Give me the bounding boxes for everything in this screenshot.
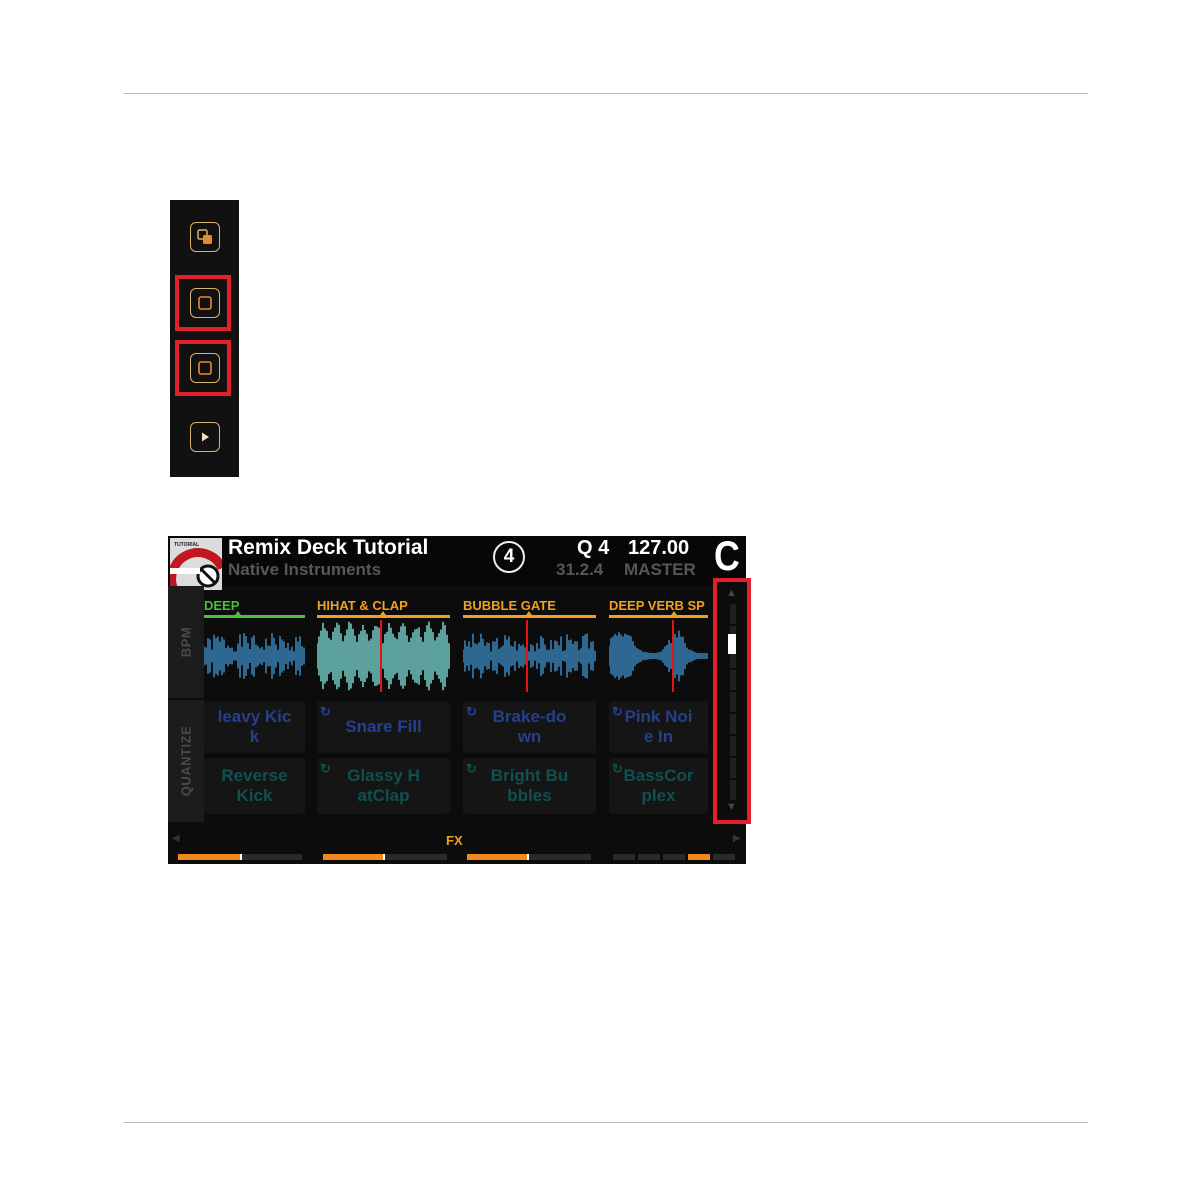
waveform-peaks <box>463 633 595 678</box>
slot-4-cell-1-label: Pink Noi e In <box>609 707 708 747</box>
waveform-peaks <box>609 631 707 682</box>
scrollbar-segment <box>730 736 736 756</box>
slot-marker-4 <box>669 611 679 618</box>
fx-label: FX <box>446 833 463 848</box>
controller-button-column <box>170 200 239 477</box>
slot-3-cell-1[interactable]: ↻ Brake-do wn <box>463 701 596 753</box>
slot-scrollbar[interactable]: ▲ ▼ <box>717 582 747 820</box>
scrollbar-segment <box>730 714 736 734</box>
slot-waveform-1 <box>204 620 305 692</box>
waveform-peaks <box>204 633 304 679</box>
slot-2-cell-2-label: Glassy H atClap <box>317 766 450 806</box>
quantize-value: Q 4 <box>577 537 609 560</box>
slot-playhead-2 <box>380 620 382 692</box>
slot-marker-1 <box>233 611 243 618</box>
slot-4-cell-2[interactable]: ↻ BassCor plex <box>609 758 708 814</box>
waveform-peaks <box>317 622 449 691</box>
slot-marker-2 <box>378 611 388 618</box>
slot-marker-3 <box>524 611 534 618</box>
slot-button-upper[interactable] <box>190 288 220 318</box>
slot-4-cell-1[interactable]: ↻ Pink Noi e In <box>609 701 708 753</box>
scrollbar-thumb[interactable] <box>728 634 736 654</box>
cover-art: TUTORIAL <box>170 538 222 590</box>
sync-mode: MASTER <box>624 560 696 580</box>
quantize-label: QUANTIZE <box>179 726 194 796</box>
play-button[interactable] <box>190 422 220 452</box>
track-artist: Native Instruments <box>228 560 381 580</box>
square-icon <box>198 361 212 375</box>
fx-segment-3 <box>663 854 685 860</box>
layers-icon <box>197 229 213 245</box>
slot-color-bar-1 <box>204 615 305 618</box>
slot-1-cell-1-label: leavy Kic k <box>204 707 305 747</box>
footer-left-arrow-icon[interactable]: ◀ <box>172 833 180 844</box>
scrollbar-segment <box>730 692 736 712</box>
bpm-label: BPM <box>179 627 194 657</box>
scrollbar-segment <box>730 758 736 778</box>
slot-1-cell-1[interactable]: leavy Kic k <box>204 701 305 753</box>
remix-deck-logo-icon <box>170 538 222 590</box>
scroll-down-arrow-icon[interactable]: ▼ <box>726 802 737 813</box>
playback-position: 31.2.4 <box>556 560 603 580</box>
square-icon <box>198 296 212 310</box>
fx-segment-5 <box>713 854 735 860</box>
scrollbar-segment <box>730 780 736 800</box>
slot-3-cell-2[interactable]: ↻ Bright Bu bbles <box>463 758 596 814</box>
slot-waveform-4 <box>609 620 708 692</box>
remix-deck-display: TUTORIAL Remix Deck Tutorial Native Inst… <box>168 536 746 864</box>
footer-rule <box>124 1122 1088 1123</box>
play-icon <box>199 431 211 443</box>
fx-knob-bar-2 <box>323 854 447 860</box>
slot-3-cell-2-label: Bright Bu bbles <box>463 766 596 806</box>
slot-2-cell-2[interactable]: ↻ Glassy H atClap <box>317 758 450 814</box>
track-title: Remix Deck Tutorial <box>228 536 428 560</box>
quantize-side-panel[interactable]: QUANTIZE <box>168 700 204 822</box>
scrollbar-segment <box>730 670 736 690</box>
scroll-up-arrow-icon[interactable]: ▲ <box>726 588 737 599</box>
footer-right-arrow-icon[interactable]: ▶ <box>733 833 741 844</box>
slot-4-cell-2-label: BassCor plex <box>609 766 708 806</box>
fx-segment-1 <box>613 854 635 860</box>
fx-segment-2 <box>638 854 660 860</box>
header-rule <box>124 93 1088 94</box>
fx-knob-bar-3 <box>467 854 591 860</box>
slot-name-1: DEEP <box>204 598 304 613</box>
slot-playhead-3 <box>526 620 528 692</box>
slot-1-cell-2[interactable]: Reverse Kick <box>204 758 305 814</box>
fx-knob-bar-1 <box>178 854 302 860</box>
fx-segment-4 <box>688 854 710 860</box>
beat-indicator: 4 <box>493 541 525 573</box>
scrollbar-highlight: ▲ ▼ <box>713 578 751 824</box>
scrollbar-segment <box>730 604 736 624</box>
capture-source-button[interactable] <box>190 222 220 252</box>
slot-3-cell-1-label: Brake-do wn <box>463 707 596 747</box>
deck-letter: C <box>714 536 740 580</box>
slot-waveform-2 <box>317 620 450 692</box>
bpm-side-panel[interactable]: BPM <box>168 586 204 698</box>
slot-color-bar-4 <box>609 615 708 618</box>
slot-2-cell-1-label: Snare Fill <box>317 717 450 737</box>
slot-1-cell-2-label: Reverse Kick <box>204 766 305 806</box>
slot-playhead-4 <box>672 620 674 692</box>
slot-waveform-3 <box>463 620 596 692</box>
slot-2-cell-1[interactable]: ↻ Snare Fill <box>317 701 450 753</box>
slot-button-lower[interactable] <box>190 353 220 383</box>
slot-name-4: DEEP VERB SP <box>609 598 708 613</box>
tempo-value: 127.00 <box>628 537 689 560</box>
